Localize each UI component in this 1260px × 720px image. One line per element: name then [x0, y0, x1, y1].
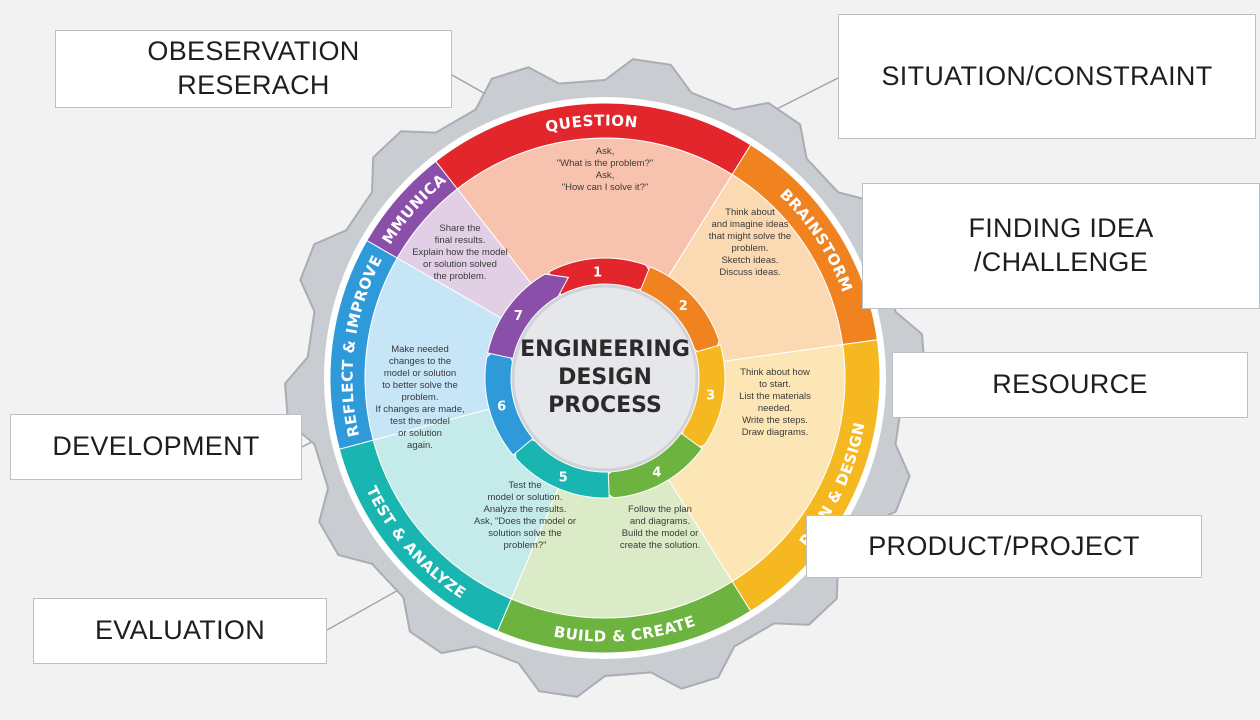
sector-text-line: problem.: [402, 392, 439, 403]
center-title-line: PROCESS: [548, 393, 662, 418]
sector-text-line: Sketch ideas.: [721, 255, 778, 266]
step-number: 2: [679, 299, 688, 314]
sector-text-line: Explain how the model: [412, 247, 508, 258]
sector-text-line: that might solve the: [709, 231, 791, 242]
sector-text-line: Ask,: [596, 170, 614, 181]
sector-text-line: or solution solved: [423, 259, 497, 270]
sector-text-line: problem?": [504, 540, 547, 551]
wheel-bands: [329, 102, 881, 654]
sector-text-line: or solution: [398, 428, 442, 439]
sector-text-line: Draw diagrams.: [742, 427, 809, 438]
sector-text-line: Ask, "Does the model or: [474, 516, 576, 527]
sector-text-line: Share the: [439, 223, 480, 234]
band-communicate: [366, 160, 458, 259]
sector-text-line: solution solve the: [488, 528, 561, 539]
sector-text-line: Write the steps.: [742, 415, 808, 426]
cycle-arrow: [592, 432, 703, 499]
cycle-arrow: [639, 266, 720, 364]
cycle-arrow: [487, 273, 570, 360]
sector-text-line: create the solution.: [620, 540, 700, 551]
sector-text-line: Ask,: [596, 146, 614, 157]
sector-text-line: Follow the plan: [628, 504, 692, 515]
callout-product-project: PRODUCT/PROJECT: [806, 515, 1202, 578]
sector-text-line: again.: [407, 440, 433, 451]
sector-text-line: Make needed: [391, 344, 449, 355]
sector-text-line: to better solve the: [382, 380, 458, 391]
sector-text-line: Think about: [725, 207, 775, 218]
cycle-arrow: [547, 257, 660, 296]
cycle-arrows: 1 2 3 4 5 6 7: [484, 257, 726, 499]
step-number: 4: [652, 466, 661, 481]
center-circle: [511, 284, 699, 472]
center-title-line: ENGINEERING: [520, 337, 690, 362]
sector-texts: Ask,"What is the problem?"Ask,"How can I…: [375, 146, 811, 551]
cycle-arrow: [484, 340, 534, 456]
callout-development: DEVELOPMENT: [10, 414, 302, 480]
callout-finding-idea: FINDING IDEA /CHALLENGE: [862, 183, 1260, 309]
center-title-line: DESIGN: [558, 365, 652, 390]
sector-text-line: test the model: [390, 416, 450, 427]
sector-text-line: model or solution: [384, 368, 456, 379]
cycle-arrow: [681, 344, 726, 454]
sector-text-line: "How can I solve it?": [562, 182, 648, 193]
center-hub: ENGINEERING DESIGN PROCESS: [511, 284, 699, 472]
sector-text-line: "What is the problem?": [557, 158, 654, 169]
callout-observation-research: OBESERVATION RESERACH: [55, 30, 452, 108]
sector-text-line: problem.: [732, 243, 769, 254]
sector-text-line: and imagine ideas: [711, 219, 788, 230]
step-number: 3: [706, 389, 715, 404]
sector-text-line: Build the model or: [622, 528, 699, 539]
sector-text-line: Discuss ideas.: [719, 267, 780, 278]
sector-text-line: changes to the: [389, 356, 451, 367]
callout-evaluation: EVALUATION: [33, 598, 327, 664]
step-number: 5: [559, 470, 568, 485]
sector-text-line: Analyze the results.: [484, 504, 567, 515]
sector-text-line: Test the: [508, 480, 541, 491]
sector-text-line: model or solution.: [488, 492, 563, 503]
sector-text-line: final results.: [435, 235, 486, 246]
sector-text-line: Think about how: [740, 367, 810, 378]
callout-situation-constraint: SITUATION/CONSTRAINT: [838, 14, 1256, 139]
sector-text-line: to start.: [759, 379, 791, 390]
sector-text-line: List the materials: [739, 391, 811, 402]
callout-resource: RESOURCE: [892, 352, 1248, 418]
sector-text-line: needed.: [758, 403, 792, 414]
sector-text-line: and diagrams.: [630, 516, 690, 527]
sector-text-line: If changes are made,: [375, 404, 464, 415]
cycle-arrow: [513, 434, 610, 499]
step-number: 1: [593, 265, 602, 280]
step-number: 7: [514, 309, 523, 324]
step-number: 6: [497, 400, 506, 415]
sector-text-line: the problem.: [434, 271, 487, 282]
